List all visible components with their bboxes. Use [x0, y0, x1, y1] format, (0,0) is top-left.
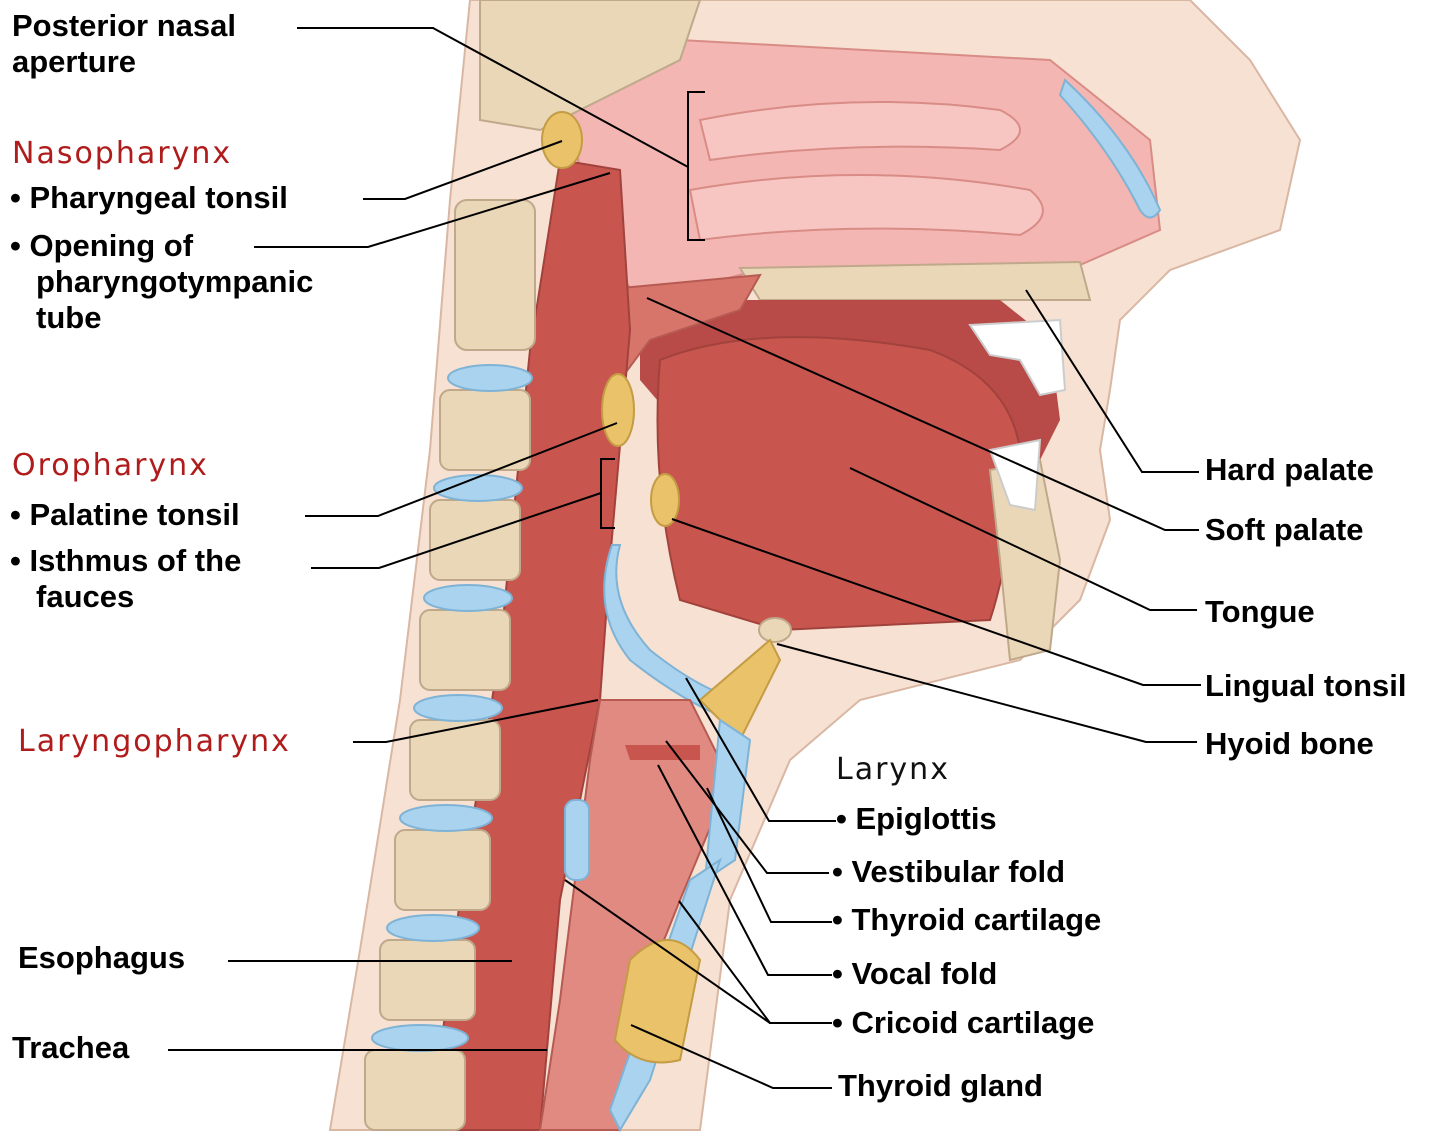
hyoid-bone-shape — [759, 618, 791, 642]
label-isthmus-of-fauces: • Isthmus of the fauces — [10, 543, 241, 615]
label-epiglottis: • Epiglottis — [836, 801, 997, 837]
label-laryngopharynx: Laryngopharynx — [18, 724, 291, 760]
label-thyroid-cartilage: • Thyroid cartilage — [832, 902, 1101, 938]
cricoid-cartilage-shape — [565, 800, 589, 880]
label-line: Posterior nasal — [12, 8, 236, 44]
lingual-tonsil-shape — [651, 474, 679, 526]
label-larynx: Larynx — [836, 752, 950, 788]
label-cricoid-cartilage: • Cricoid cartilage — [832, 1005, 1094, 1041]
pharyngeal-tonsil-shape — [542, 112, 582, 168]
label-oropharynx: Oropharynx — [12, 448, 209, 484]
label-line: aperture — [12, 44, 236, 80]
label-palatine-tonsil: • Palatine tonsil — [10, 497, 240, 533]
label-line: fauces — [10, 579, 241, 615]
label-hard-palate: Hard palate — [1205, 452, 1374, 488]
label-line: • Opening of — [10, 228, 313, 264]
hard-palate-bone — [740, 262, 1090, 300]
label-opening-pharyngotympanic-tube: • Opening of pharyngotympanic tube — [10, 228, 313, 336]
label-thyroid-gland: Thyroid gland — [838, 1068, 1043, 1104]
label-nasopharynx: Nasopharynx — [12, 136, 232, 172]
label-soft-palate: Soft palate — [1205, 512, 1363, 548]
label-trachea: Trachea — [12, 1030, 129, 1066]
label-esophagus: Esophagus — [18, 940, 185, 976]
label-line: pharyngotympanic — [10, 264, 313, 300]
label-lingual-tonsil: Lingual tonsil — [1205, 668, 1407, 704]
palatine-tonsil-shape — [602, 374, 634, 446]
label-pharyngeal-tonsil: • Pharyngeal tonsil — [10, 180, 288, 216]
label-vocal-fold: • Vocal fold — [832, 956, 997, 992]
label-line: tube — [10, 300, 313, 336]
label-hyoid-bone: Hyoid bone — [1205, 726, 1374, 762]
label-tongue: Tongue — [1205, 594, 1315, 630]
label-posterior-nasal-aperture: Posterior nasal aperture — [12, 8, 236, 80]
vocal-fold-shape — [625, 745, 700, 760]
tongue-muscle — [658, 337, 1021, 630]
nasal-cavity — [560, 40, 1160, 300]
label-line: • Isthmus of the — [10, 543, 241, 579]
label-vestibular-fold: • Vestibular fold — [832, 854, 1065, 890]
